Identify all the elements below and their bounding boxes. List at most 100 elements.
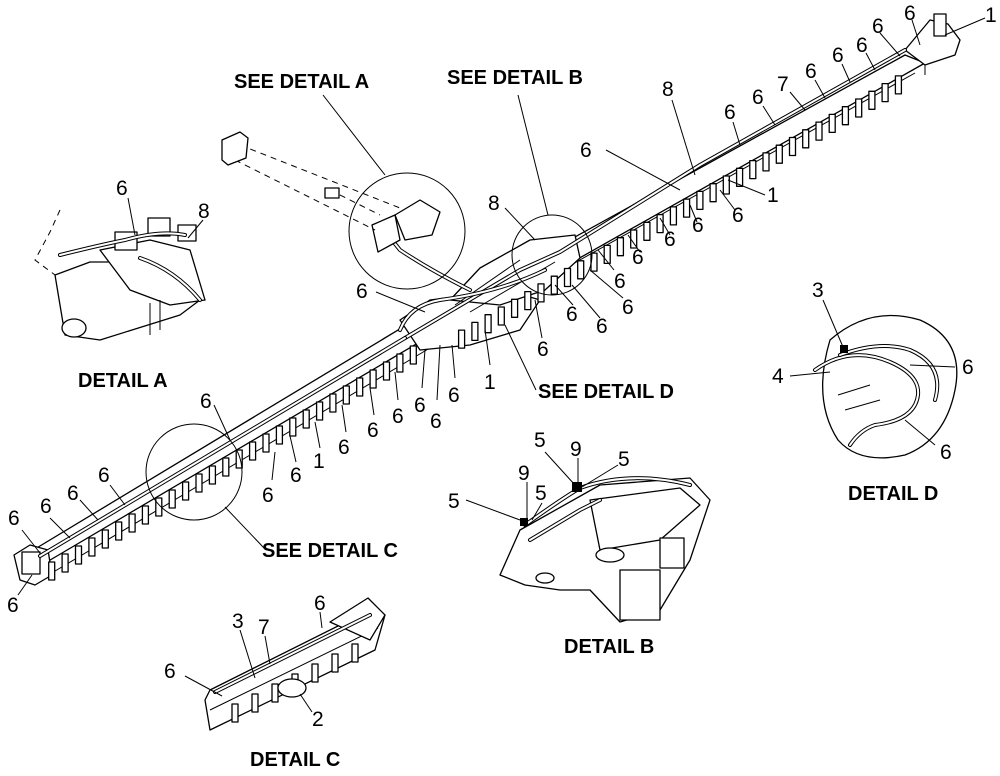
detail-d-heading: DETAIL D (848, 483, 938, 505)
nozzle-bracket (788, 136, 797, 157)
nozzle-bracket (722, 175, 730, 195)
nozzle-bracket (195, 473, 203, 493)
callout-6: 6 (200, 390, 212, 413)
nozzle-bracket (775, 144, 783, 164)
nozzle-bracket (275, 425, 284, 445)
nozzle-bracket (248, 441, 257, 461)
callout-5: 5 (535, 482, 547, 505)
left-end-plate (21, 551, 41, 575)
callout-6: 6 (537, 338, 549, 361)
nozzle-bracket (735, 167, 744, 187)
callout-1: 6 (596, 315, 608, 338)
nozzle-bracket (315, 401, 324, 421)
callout-3: 3 (232, 610, 244, 633)
nozzle-bracket (894, 75, 903, 95)
detail-d-view: 3 4 6 6 DETAIL D (772, 279, 974, 505)
callout-6: 6 (116, 177, 128, 200)
nozzle-bracket (231, 703, 239, 723)
detail-d-fitting (840, 345, 848, 353)
nozzle-bracket (669, 206, 678, 226)
valve-body (371, 214, 401, 253)
detail-c-mount (277, 678, 307, 698)
nozzle-bracket (302, 409, 310, 429)
detail-b-clamp (659, 537, 685, 569)
fitting-9 (572, 482, 582, 492)
detail-c-view: 3 7 6 6 2 DETAIL C (164, 592, 386, 771)
nozzle-bracket (709, 183, 717, 203)
nozzle-bracket (881, 82, 889, 103)
see-detail-d-label: SEE DETAIL D (538, 381, 674, 403)
callout-6: 6 (314, 592, 326, 615)
nozzle-bracket (262, 433, 270, 453)
nozzle-bracket (550, 275, 558, 295)
callout-6: 6 (290, 464, 302, 487)
nozzle-bracket (48, 561, 56, 581)
nozzle-bracket (311, 663, 319, 683)
detail-c-heading: DETAIL C (250, 749, 340, 771)
see-detail-b-label: SEE DETAIL B (447, 67, 583, 89)
callout-6: 6 (338, 436, 350, 459)
callout-6: 6 (904, 2, 916, 25)
callout-8: 8 (662, 78, 674, 101)
see-detail-a-label: SEE DETAIL A (234, 71, 369, 93)
callout-6: 6 (622, 296, 634, 319)
nozzle-bracket (577, 260, 585, 280)
nozzle-bracket (682, 198, 691, 218)
nozzle-bracket (409, 345, 417, 365)
nozzle-bracket (356, 377, 364, 397)
detail-b-bracket (619, 569, 661, 621)
detail-b-hole (535, 572, 555, 584)
nozzle-bracket (369, 369, 377, 389)
callout-5: 5 (618, 448, 630, 471)
nozzle-bracket (762, 152, 770, 172)
detail-a-circle (348, 172, 466, 290)
callout-6: 6 (8, 507, 20, 530)
nozzle-bracket (342, 385, 350, 405)
callout-2: 2 (312, 708, 324, 731)
callout-6: 6 (856, 34, 868, 57)
nozzle-bracket (141, 505, 150, 525)
nozzle-bracket (251, 693, 259, 713)
callout-1: 1 (767, 184, 779, 207)
callout-9: 9 (518, 462, 530, 485)
nozzle-bracket (603, 244, 611, 265)
callout-6: 6 (872, 15, 884, 38)
callout-6: 6 (732, 204, 744, 227)
callout-6: 6 (67, 482, 79, 505)
main-boom-assembly (13, 13, 961, 586)
detail-c-circle (145, 423, 243, 521)
callout-6: 6 (367, 419, 379, 442)
callout-8: 8 (488, 192, 500, 215)
detail-b-view: 5 9 5 5 9 5 DETAIL B (448, 429, 711, 658)
main-callouts: 1 6 6 6 7 6 6 6 8 6 6 1 6 6 6 6 6 6 6 (7, 2, 997, 617)
callout-7: 7 (258, 616, 270, 639)
callout-6: 6 (962, 356, 974, 379)
detail-a-mount (99, 239, 206, 306)
small-fitting (324, 187, 340, 199)
callout-1: 6 (7, 594, 19, 617)
nozzle-bracket (815, 121, 823, 141)
nozzle-bracket (471, 321, 479, 342)
callout-1: 6 (262, 484, 274, 507)
callout-6: 6 (392, 405, 404, 428)
fitting-5a (520, 518, 528, 526)
callout-6: 6 (448, 384, 460, 407)
nozzle-bracket (510, 298, 519, 318)
nozzle-bracket (88, 537, 96, 557)
nozzle-bracket (643, 221, 651, 241)
nozzle-bracket (382, 361, 391, 381)
see-detail-labels: SEE DETAIL A SEE DETAIL B SEE DETAIL C S… (224, 67, 674, 562)
callout-1: 6 (430, 410, 442, 433)
callout-6: 6 (692, 214, 704, 237)
callout-6: 6 (664, 228, 676, 251)
nozzle-bracket (828, 113, 836, 134)
callout-4: 4 (772, 365, 784, 388)
callout-6: 6 (805, 60, 817, 83)
detail-b-port (595, 547, 625, 563)
callout-6: 6 (614, 270, 626, 293)
callout-5: 5 (448, 490, 460, 513)
nozzle-bracket (855, 98, 863, 118)
callout-6: 6 (832, 44, 844, 67)
right-boom-brackets (457, 75, 903, 349)
